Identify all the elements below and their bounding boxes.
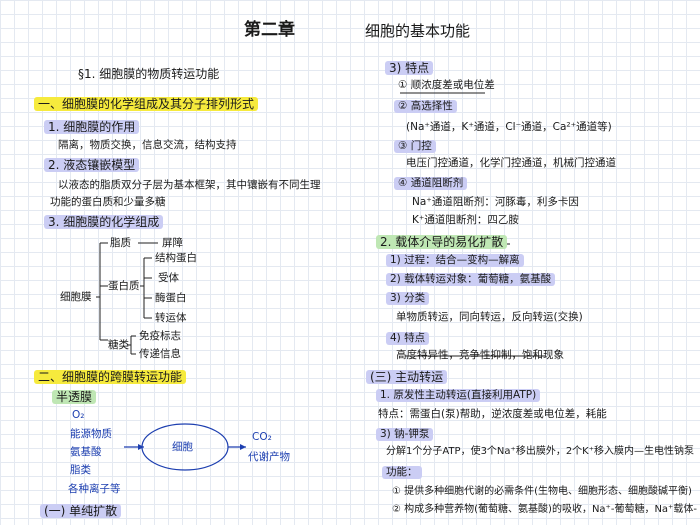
chapter-label: 第二章	[244, 20, 295, 40]
input-ions: 各种离子等	[68, 483, 121, 495]
r-carrier-process: 1) 过程：结合—变构—解离	[386, 254, 524, 267]
r-carrier-classes: 3) 分类	[386, 292, 430, 305]
r-features-heading: 3) 特点	[385, 61, 434, 75]
r-pump-text: 分解1个分子ATP，使3个Na⁺移出膜外，2个K⁺移入膜内—生电性钠泵	[386, 446, 695, 457]
r-carrier-objects: 2) 载体转运对象：葡萄糖，氨基酸	[386, 273, 556, 286]
r-carrier-features-text: 高度特异性，竞争性抑制，饱和现象	[396, 349, 564, 361]
r-primary-active: 1. 原发性主动转运(直接利用ATP)	[376, 389, 541, 402]
tree-protein-structural: 结构蛋白	[155, 252, 197, 264]
r-blockers: ④ 通道阻断剂	[394, 177, 468, 190]
r-pump-function-1: ① 提供多种细胞代谢的必需条件(生物电、细胞形态、细胞酸碱平衡)	[392, 486, 692, 497]
input-amino: 氨基酸	[70, 446, 102, 458]
r-blocker-na: Na⁺通道阻断剂：河豚毒，利多卡因	[412, 196, 579, 208]
r-gating: ③ 门控	[394, 140, 436, 153]
r-primary-features: 特点：需蛋白(泵)帮助，逆浓度差或电位差，耗能	[378, 408, 607, 420]
r-pump-heading: 3) 钠-钾泵	[376, 428, 434, 441]
heading-membrane-role: 1. 细胞膜的作用	[44, 120, 140, 134]
chapter-title: 细胞的基本功能	[365, 22, 471, 40]
r-feature-2: ② 高选择性	[394, 100, 457, 113]
tree-protein-receptor: 受体	[158, 272, 179, 284]
r-active-heading: (三) 主动转运	[366, 370, 448, 384]
heading-chem-composition: 3. 细胞膜的化学组成	[44, 215, 164, 229]
output-metabolites: 代谢产物	[248, 451, 290, 463]
section-heading: §1. 细胞膜的物质转运功能	[78, 67, 220, 81]
input-lipid: 脂类	[70, 464, 91, 476]
r-blocker-k: K⁺通道阻断剂：四乙胺	[412, 214, 519, 226]
tree-root: 细胞膜	[60, 291, 92, 303]
tree-lipid: 脂质	[110, 237, 131, 249]
heading-simple-diffusion: (一) 单纯扩散	[40, 504, 122, 518]
heading-transmembrane: 二、细胞膜的跨膜转运功能	[34, 370, 187, 384]
cell-label: 细胞	[172, 441, 193, 453]
membrane-role-text: 隔离，物质交换，信息交流，结构支持	[58, 139, 237, 151]
tree-protein-transporter: 转运体	[155, 312, 187, 324]
r-pump-function-2: ② 构成多种营养物(葡萄糖、氨基酸)的吸收，Na⁺-葡萄糖，Na⁺载体-	[392, 504, 697, 515]
tree-sugar: 糖类	[108, 339, 129, 351]
r-feature-1: ① 顺浓度差或电位差	[398, 79, 495, 91]
input-energy: 能源物质	[70, 428, 112, 440]
tree-sugar-signal: 传递信息	[139, 348, 181, 360]
tree-protein-enzyme: 酶蛋白	[155, 292, 187, 304]
r-gating-types: 电压门控通道，化学门控通道，机械门控通道	[406, 157, 616, 169]
output-co2: CO₂	[252, 431, 272, 443]
heading-composition: 一、细胞膜的化学组成及其分子排列形式	[34, 97, 259, 111]
tree-lipid-barrier: 屏障	[162, 237, 183, 249]
fluid-mosaic-text-b: 功能的蛋白质和少量多糖	[50, 196, 166, 208]
input-o2: O₂	[72, 409, 85, 421]
tree-sugar-immune: 免疫标志	[139, 330, 181, 342]
tree-protein: 蛋白质	[108, 280, 140, 292]
r-carrier-heading: 2. 载体介导的易化扩散	[376, 235, 508, 249]
r-pump-function: 功能：	[382, 466, 422, 479]
r-carrier-features: 4) 特点	[386, 332, 430, 345]
semipermeable-label: 半透膜	[52, 390, 97, 404]
fluid-mosaic-text-a: 以液态的脂质双分子层为基本框架，其中镶嵌有不同生理	[58, 179, 321, 191]
heading-fluid-mosaic: 2. 液态镶嵌模型	[44, 158, 140, 172]
r-channels: (Na⁺通道，K⁺通道，Cl⁻通道，Ca²⁺通道等)	[406, 121, 612, 133]
r-carrier-types: 单物质转运，同向转运，反向转运(交换)	[396, 311, 583, 323]
